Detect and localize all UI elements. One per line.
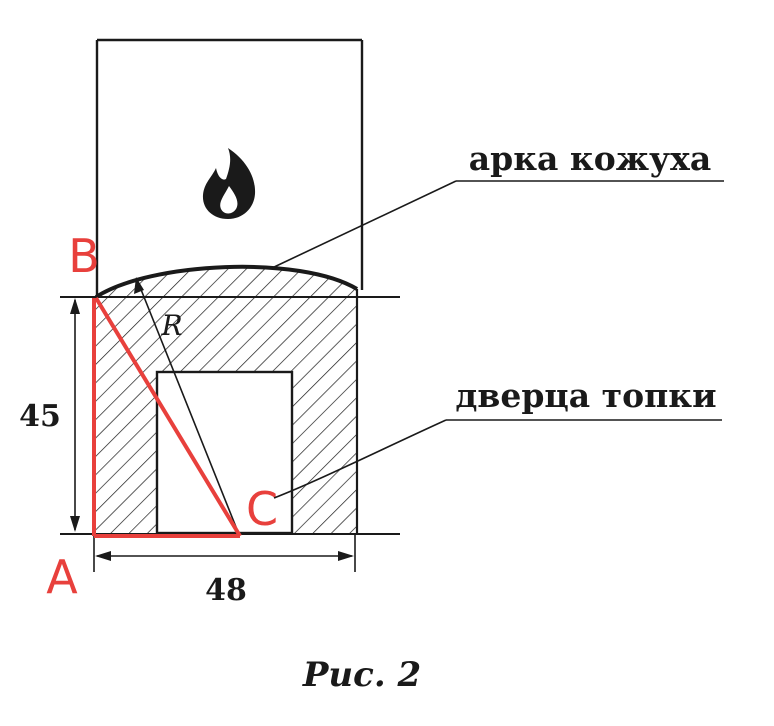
arch-leader [271, 180, 724, 269]
width-label: 48 [205, 573, 247, 608]
point-c-label: C [246, 482, 278, 536]
figure-caption: Рис. 2 [302, 655, 421, 695]
point-a-label: A [46, 550, 78, 604]
arch-label: арка кожуха [469, 139, 712, 178]
door-leader [273, 419, 722, 499]
radius-label: R [160, 309, 182, 342]
triangle-abc [92, 296, 242, 538]
dimension-height [70, 298, 80, 532]
dimension-width [95, 551, 354, 561]
casing-upper [95, 38, 364, 297]
radius-line [134, 277, 239, 533]
flame-icon [202, 148, 256, 219]
door-label: дверца топки [455, 376, 716, 415]
height-label: 45 [19, 399, 61, 434]
point-b-label: B [68, 229, 100, 283]
